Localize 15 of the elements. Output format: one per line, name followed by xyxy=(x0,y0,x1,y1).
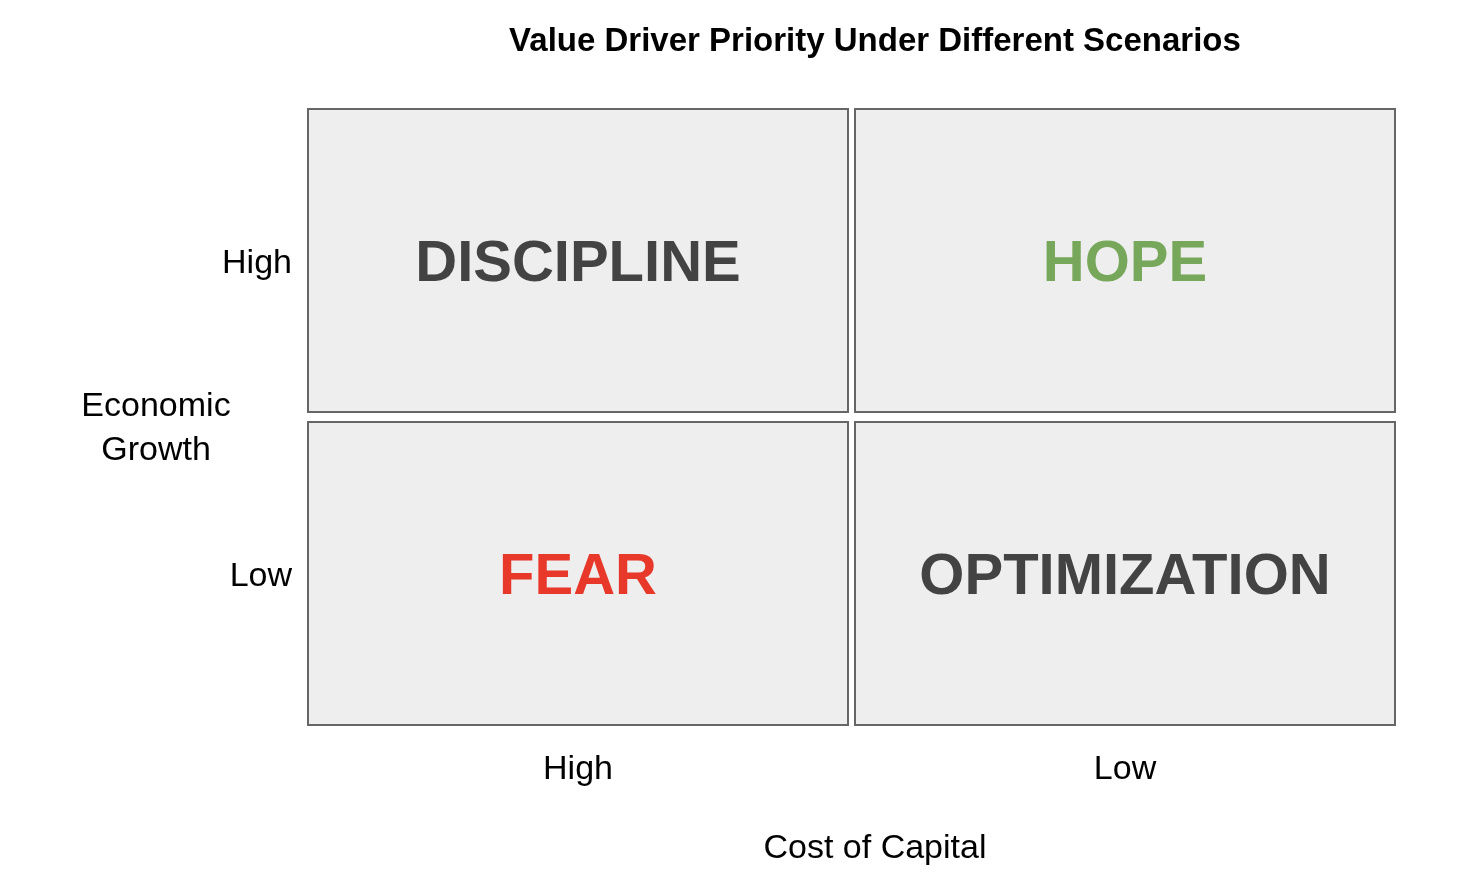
quadrant-box xyxy=(307,108,849,413)
row-label: Low xyxy=(229,554,292,595)
quadrant-box xyxy=(854,421,1396,726)
quadrant-box xyxy=(307,421,849,726)
quadrant-box xyxy=(854,108,1396,413)
quadrant-label: OPTIMIZATION xyxy=(919,540,1331,607)
column-label: High xyxy=(543,747,613,788)
axis-title: Cost of Capital xyxy=(763,826,987,867)
column-label: Low xyxy=(1093,747,1157,788)
axis-title: Economic Growth xyxy=(80,384,232,469)
row-label: High xyxy=(222,241,292,282)
quadrant-label: DISCIPLINE xyxy=(415,227,741,294)
chart-title: Value Driver Priority Under Different Scenarios xyxy=(509,20,1241,60)
quadrant-label: HOPE xyxy=(1042,227,1208,294)
quadrant-label: FEAR xyxy=(499,540,657,607)
